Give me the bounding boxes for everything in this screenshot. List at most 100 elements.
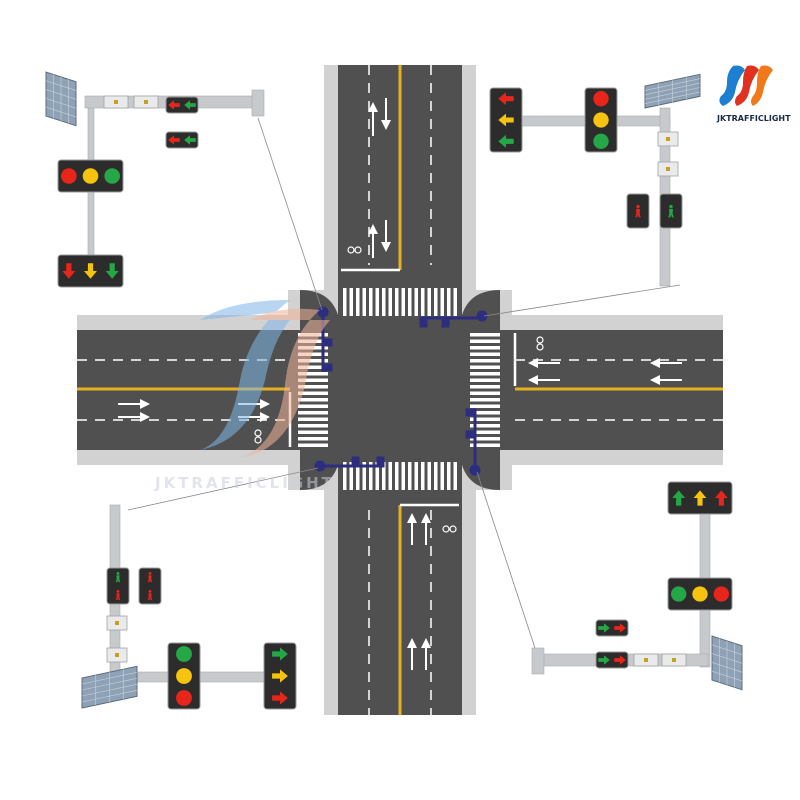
crosswalk-stripe — [298, 385, 328, 389]
crosswalk-stripe — [343, 288, 347, 316]
crosswalk-stripe — [408, 288, 412, 316]
crosswalk-stripe — [470, 333, 500, 337]
crosswalk-stripe — [375, 462, 379, 490]
crosswalk-stripe — [470, 404, 500, 408]
main-signal-head — [167, 642, 201, 710]
crosswalk-stripe — [421, 288, 425, 316]
solar-panel — [711, 635, 743, 691]
solar-panel — [644, 73, 701, 109]
signal-assembly-southeast — [531, 481, 743, 691]
crosswalk-stripe — [427, 288, 431, 316]
crosswalk-stripe — [447, 288, 451, 316]
crosswalk-stripe — [395, 288, 399, 316]
crosswalk-stripe — [414, 288, 418, 316]
corner-signal-posts — [314, 306, 488, 476]
watermark: JKTRAFFICLIGHT — [154, 300, 335, 492]
crosswalk-stripe — [401, 288, 405, 316]
crosswalk-stripe — [440, 462, 444, 490]
main-signal-head — [57, 159, 124, 193]
main-signal-head — [667, 577, 733, 611]
green-lamp — [670, 586, 687, 602]
crosswalk-stripe — [453, 288, 457, 316]
solar-panel — [81, 665, 138, 709]
bike-lane-symbols — [254, 246, 544, 533]
crosswalk-stripe — [349, 288, 353, 316]
green-lamp — [104, 168, 120, 184]
crosswalk-stripe — [470, 339, 500, 343]
crosswalk-stripe — [470, 385, 500, 389]
crosswalk-stripe — [362, 288, 366, 316]
watermark-text: JKTRAFFICLIGHT — [154, 474, 335, 492]
left-turn-signal-head — [165, 96, 199, 114]
crosswalk-stripe — [470, 417, 500, 421]
brand-name: JKTRAFFICLIGHT — [716, 114, 791, 123]
red-pedestrian-icon — [147, 572, 153, 583]
brand-logo — [719, 65, 773, 106]
right-turn-signal-head — [595, 619, 629, 637]
vertical-pole — [87, 189, 95, 256]
crosswalk-stripe — [470, 443, 500, 447]
yellow-lamp — [176, 668, 192, 684]
crosswalk-stripe — [369, 288, 373, 316]
pole-cap — [531, 647, 545, 675]
crosswalk-stripe — [298, 372, 328, 376]
pedestrian-signal-head — [138, 567, 162, 605]
signal-assembly-northwest — [45, 71, 265, 288]
crosswalk-stripe — [470, 359, 500, 363]
pedestrian-signal-head — [659, 193, 683, 229]
crosswalk-stripe — [470, 372, 500, 376]
crosswalk-stripe — [298, 443, 328, 447]
crosswalk-stripe — [453, 462, 457, 490]
green-arrow-down-arrow-icon — [105, 263, 119, 279]
crosswalks — [298, 288, 500, 490]
crosswalk-stripe — [447, 462, 451, 490]
yellow-lamp — [82, 168, 99, 184]
crosswalk-stripe — [395, 462, 399, 490]
crosswalk-stripe — [470, 424, 500, 428]
yellow-arrow-left-arrow-icon — [498, 113, 514, 127]
controller-box — [657, 161, 679, 177]
red-lamp — [176, 690, 192, 706]
crosswalk-stripe — [362, 462, 366, 490]
crosswalk-stripe — [470, 352, 500, 356]
crosswalk-stripe — [298, 411, 328, 415]
crosswalk-stripe — [401, 462, 405, 490]
controller-box — [657, 131, 679, 147]
controller-box — [106, 647, 128, 663]
crosswalk-stripe — [298, 430, 328, 434]
arrow-signal-head — [57, 254, 124, 288]
green-lamp — [176, 646, 192, 662]
green-arrow-left-arrow-icon — [498, 134, 514, 148]
crosswalk-stripe — [408, 462, 412, 490]
crosswalk-stripe — [298, 352, 328, 356]
red-lamp — [593, 90, 609, 107]
crosswalk-stripe — [298, 398, 328, 402]
left-turn-signal-head — [165, 131, 199, 149]
intersection-box — [300, 290, 500, 490]
crosswalk-stripe — [298, 437, 328, 441]
crosswalk-stripe — [382, 288, 386, 316]
crosswalk-stripe — [470, 346, 500, 350]
leader-lines — [127, 117, 681, 649]
green-pedestrian-icon — [668, 204, 674, 218]
yellow-arrow-down-arrow-icon — [84, 263, 97, 279]
crosswalk-stripe — [440, 288, 444, 316]
main-signal-head — [584, 87, 618, 153]
controller-box — [661, 653, 687, 667]
road-network — [77, 65, 723, 715]
red-lamp — [61, 168, 77, 184]
yellow-lamp — [593, 112, 609, 128]
crosswalk-stripe — [298, 404, 328, 408]
green-pedestrian-icon — [115, 572, 121, 583]
crosswalk-stripe — [369, 462, 373, 490]
crosswalk-stripe — [470, 378, 500, 382]
red-lamp — [713, 586, 730, 602]
vertical-pole — [87, 106, 95, 163]
crosswalk-stripe — [470, 411, 500, 415]
red-pedestrian-icon — [147, 590, 153, 601]
crosswalk-stripe — [414, 462, 418, 490]
pole-cap — [251, 89, 265, 117]
crosswalk-stripe — [356, 462, 360, 490]
controller-box — [106, 615, 128, 631]
red-arrow-left-arrow-icon — [168, 135, 180, 145]
